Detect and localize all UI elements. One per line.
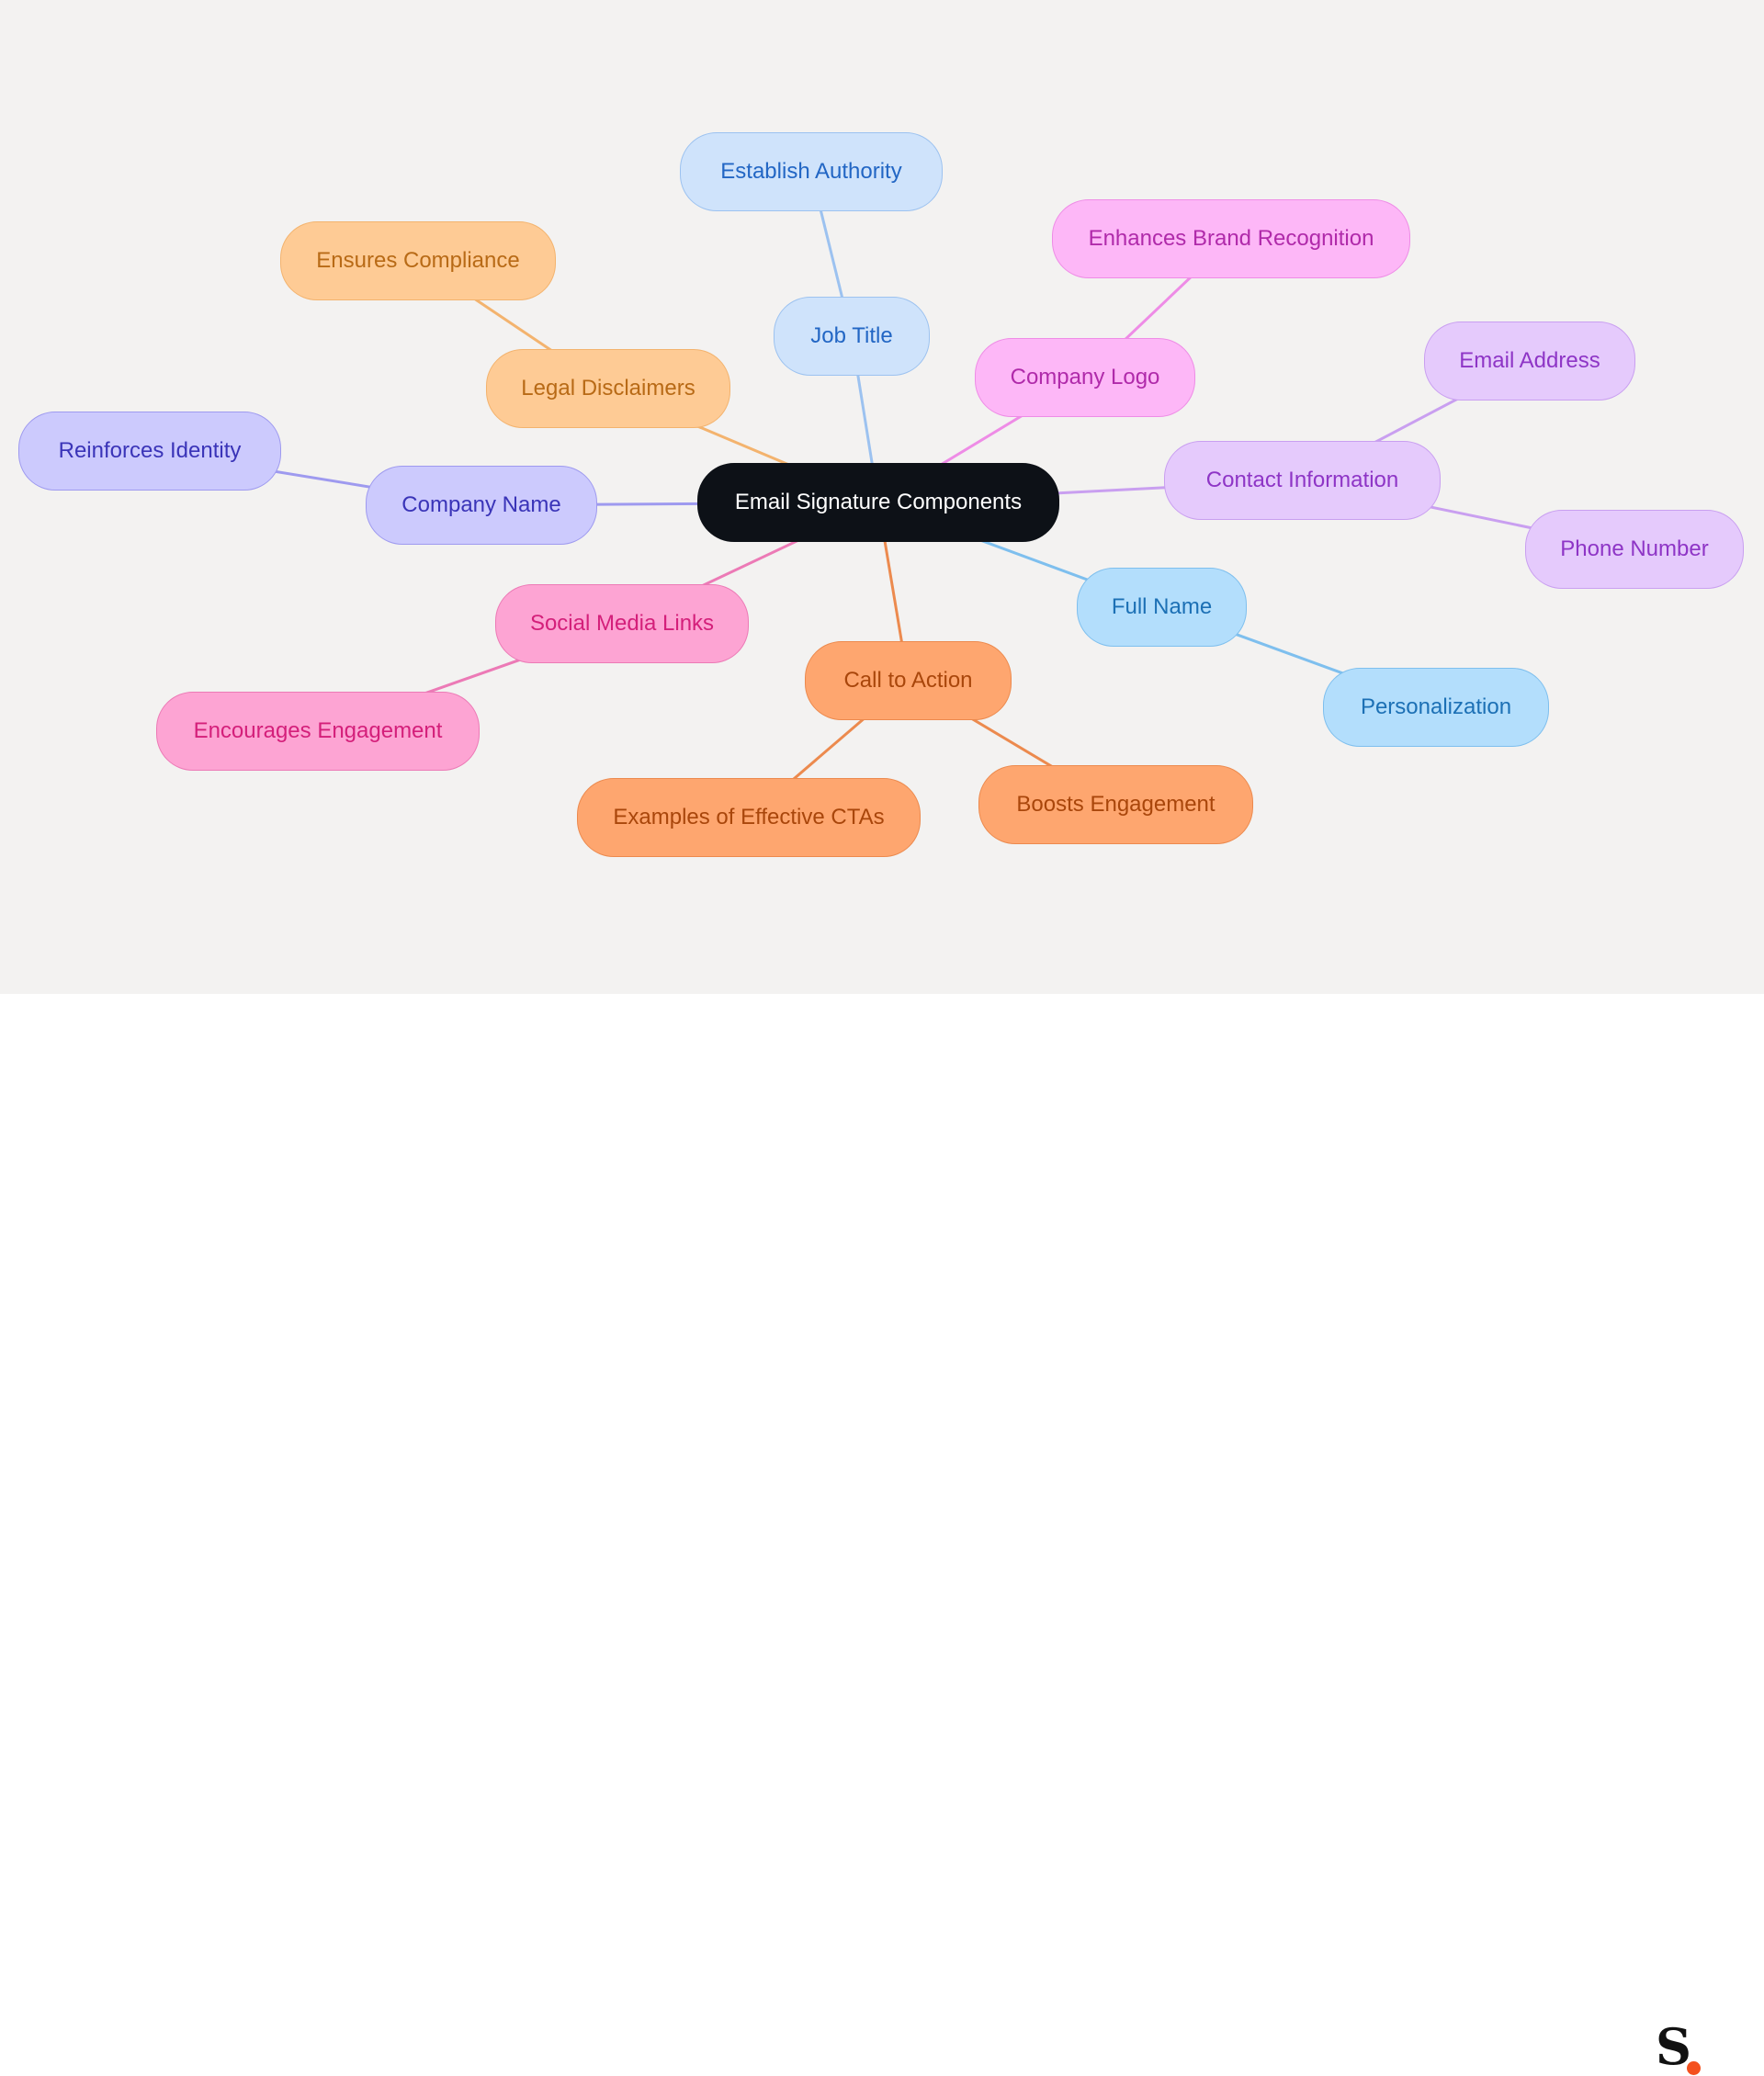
leaf-node-company-name-0: Reinforces Identity: [18, 412, 281, 491]
leaf-node-contact-information-0: Email Address: [1424, 322, 1635, 401]
branch-node-company-logo: Company Logo: [975, 338, 1195, 417]
leaf-node-contact-information-1: Phone Number: [1525, 510, 1744, 589]
leaf-node-legal-disclaimers-0: Ensures Compliance: [280, 221, 556, 300]
leaf-node-company-logo-0: Enhances Brand Recognition: [1052, 199, 1410, 278]
brand-logo-letter: S: [1656, 2017, 1691, 2076]
branch-node-contact-information: Contact Information: [1164, 441, 1441, 520]
brand-logo: S: [1656, 2019, 1711, 2076]
footer: S: [0, 994, 1764, 2075]
branch-node-job-title: Job Title: [774, 297, 930, 376]
root-node: Email Signature Components: [697, 463, 1059, 542]
branch-node-company-name: Company Name: [366, 466, 597, 545]
leaf-node-full-name-0: Personalization: [1323, 668, 1549, 747]
branch-node-full-name: Full Name: [1077, 568, 1247, 647]
brand-logo-dot: [1687, 2061, 1701, 2075]
leaf-node-call-to-action-1: Boosts Engagement: [978, 765, 1253, 844]
leaf-node-job-title-0: Establish Authority: [680, 132, 943, 211]
leaf-node-social-media-links-0: Encourages Engagement: [156, 692, 480, 771]
branch-node-legal-disclaimers: Legal Disclaimers: [486, 349, 730, 428]
mind-map-canvas: Email Signature Components Job Title Estab…: [0, 0, 1764, 994]
branch-node-call-to-action: Call to Action: [805, 641, 1012, 720]
branch-node-social-media-links: Social Media Links: [495, 584, 749, 663]
leaf-node-call-to-action-0: Examples of Effective CTAs: [577, 778, 921, 857]
